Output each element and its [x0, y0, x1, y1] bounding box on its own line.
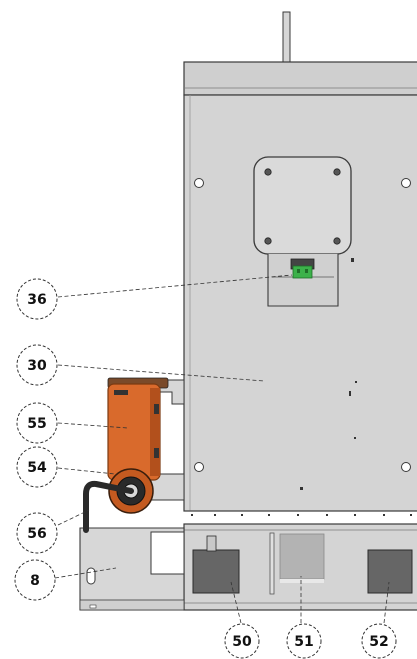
green-connector: [292, 265, 313, 279]
callout-54: 54: [16, 446, 58, 488]
plate-lower-edge: [79, 599, 185, 611]
callout-8: 8: [14, 559, 56, 601]
callout-50: 50: [224, 623, 260, 659]
leader-52: [383, 581, 390, 624]
leader-56: [57, 509, 90, 526]
leader-lines: [54, 274, 390, 624]
slot-50-detail: [206, 535, 217, 552]
actuator-label: [114, 390, 128, 395]
actuator-side-shade: [150, 388, 160, 476]
plate-screw-icon: [333, 168, 341, 176]
plate-screw-icon: [333, 237, 341, 245]
small-mark: [355, 381, 357, 383]
small-mark: [354, 437, 356, 439]
plate-screw-icon: [264, 168, 272, 176]
plate-slot: [86, 567, 96, 585]
callout-52: 52: [361, 623, 397, 659]
callout-30-label: 30: [27, 358, 47, 374]
cabinet-top-cap: [183, 61, 417, 96]
callout-8-label: 8: [30, 573, 40, 589]
callout-51-label: 51: [294, 634, 313, 650]
callout-36-label: 36: [27, 292, 46, 308]
slot-divider: [269, 532, 275, 595]
actuator-notch: [154, 404, 159, 414]
slot-50: [192, 549, 240, 594]
connector-pin: [297, 269, 300, 273]
slot-51-edge: [280, 579, 324, 583]
leader-50: [230, 581, 242, 624]
small-mark: [351, 258, 354, 262]
leader-30: [57, 364, 265, 382]
mounting-hole-bottom-right: [401, 462, 411, 472]
manual-handle: [83, 480, 134, 533]
top-rod: [282, 11, 291, 65]
callout-56-label: 56: [27, 526, 46, 542]
slot-51: [279, 533, 325, 580]
actuator-notch: [154, 448, 159, 458]
callout-30: 30: [16, 344, 58, 386]
leader-54: [57, 467, 116, 475]
slot-52: [367, 549, 413, 594]
mounting-hole-top-left: [194, 178, 204, 188]
leader-36: [57, 274, 293, 298]
mounting-hole-top-right: [401, 178, 411, 188]
plate-window: [150, 531, 185, 575]
plate-hole: [89, 604, 97, 609]
mounting-hole-bottom-left: [194, 462, 204, 472]
connector-pin: [305, 269, 308, 273]
callout-56: 56: [16, 512, 58, 554]
callout-55-label: 55: [27, 416, 46, 432]
callout-36: 36: [16, 278, 58, 320]
callout-50-label: 50: [232, 634, 252, 650]
callout-52-label: 52: [369, 634, 388, 650]
small-mark: [349, 391, 351, 396]
small-mark: [300, 487, 303, 490]
callout-54-label: 54: [27, 460, 47, 476]
plate-screw-icon: [264, 237, 272, 245]
leader-55: [57, 422, 129, 429]
rail-dots: [191, 514, 412, 516]
callout-51: 51: [286, 623, 322, 659]
connector-bracket: [267, 254, 339, 307]
leader-8: [54, 567, 117, 579]
callout-55: 55: [16, 402, 58, 444]
